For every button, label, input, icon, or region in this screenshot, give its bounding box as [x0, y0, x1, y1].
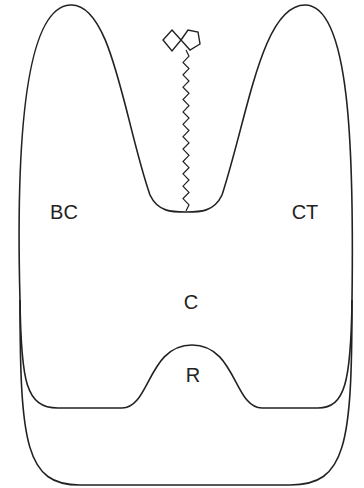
ring-left: [163, 30, 181, 51]
ring-right: [181, 30, 200, 50]
outer-region-outline: [20, 300, 352, 485]
part-label: CT: [292, 202, 319, 222]
part-label: BC: [50, 202, 78, 222]
bicyclic-molecule: [163, 30, 200, 51]
hydrocarbon-chain: [183, 50, 189, 211]
part-label: R: [186, 365, 200, 385]
part-label: C: [184, 292, 198, 312]
inner-region-outline: [19, 5, 352, 408]
